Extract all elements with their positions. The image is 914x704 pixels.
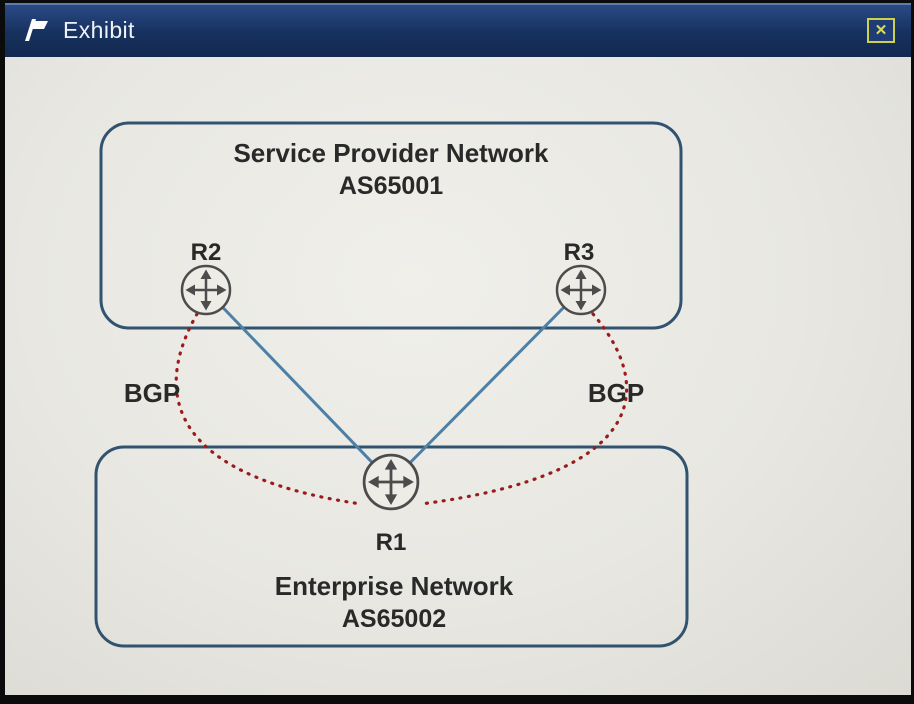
bgp-session-left (174, 312, 363, 506)
network-diagram: Service Provider Network AS65001 R2 R3 R… (94, 121, 689, 648)
enterprise-asn: AS65002 (342, 605, 446, 633)
link-r3-r1 (389, 288, 583, 484)
close-button[interactable]: ✕ (867, 17, 895, 43)
provider-asn: AS65001 (339, 172, 443, 200)
router-label-r2: R2 (191, 239, 222, 266)
enterprise-network-title: Enterprise Network (275, 571, 514, 601)
link-r2-r1 (204, 288, 393, 484)
exhibit-window: Exhibit ✕ (5, 3, 911, 695)
bgp-label-right: BGP (588, 378, 644, 408)
provider-network-title: Service Provider Network (233, 138, 549, 168)
bgp-session-right (419, 312, 629, 506)
bgp-label-left: BGP (124, 378, 180, 408)
window-title: Exhibit (63, 16, 135, 43)
router-icon-r2 (180, 264, 232, 316)
router-icon-r3 (555, 264, 607, 316)
exhibit-flag-icon (25, 19, 48, 41)
titlebar[interactable]: Exhibit ✕ (5, 3, 911, 57)
provider-network-box (99, 121, 683, 330)
router-label-r3: R3 (564, 239, 595, 266)
router-label-r1: R1 (376, 529, 407, 556)
diagram-area: Service Provider Network AS65001 R2 R3 R… (5, 57, 911, 695)
enterprise-network-box (94, 445, 689, 648)
router-icon-r1 (362, 453, 420, 511)
